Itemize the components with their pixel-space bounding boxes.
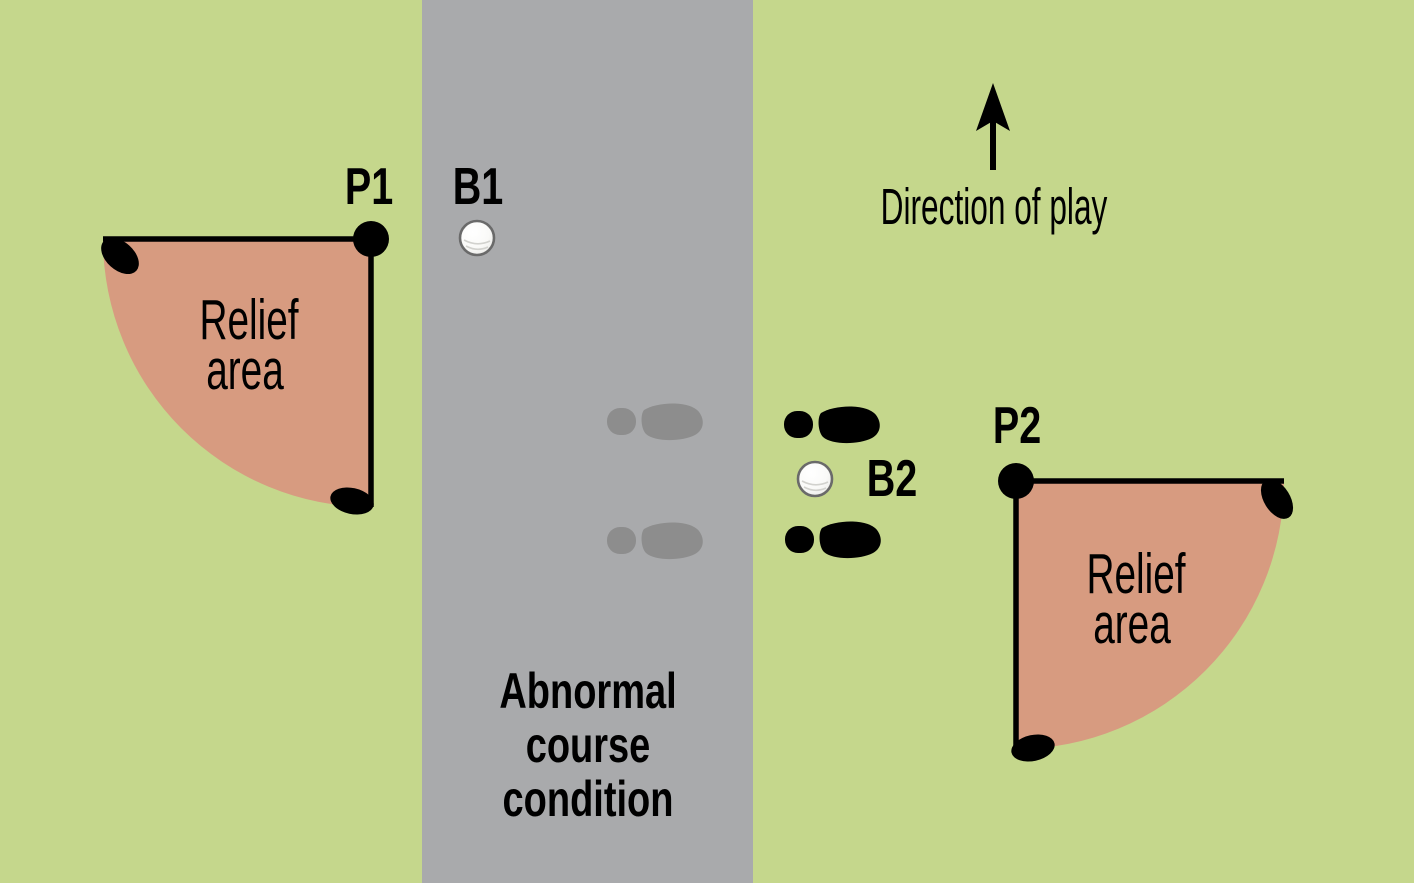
condition-caption-line1: Abnormal <box>499 664 676 719</box>
tee-marker-icon <box>1011 734 1055 762</box>
footprint-icon-on-condition-top <box>607 403 703 441</box>
golf-ball-b2-icon <box>796 460 834 498</box>
relief-area-left: Relief area <box>101 221 389 515</box>
abnormal-condition-strip <box>422 0 753 883</box>
relief-area-left-label-line2: area <box>206 339 284 402</box>
direction-of-play-label: Direction of play <box>881 178 1108 234</box>
golf-ball-b1-icon <box>458 219 496 257</box>
abnormal-condition-caption: Abnormal course condition <box>499 664 676 827</box>
b2-label: B2 <box>867 449 918 508</box>
relief-area-right: Relief area <box>998 463 1294 762</box>
condition-caption-line3: condition <box>503 772 674 827</box>
relief-area-left-region <box>103 239 371 507</box>
direction-arrow-icon <box>976 83 1010 170</box>
footprint-icon-on-grass-bottom <box>785 521 881 559</box>
tee-marker-icon <box>330 487 374 515</box>
p2-label: P2 <box>993 396 1041 455</box>
relief-area-left-label-line1: Relief <box>199 289 298 352</box>
relief-area-right-label-line2: area <box>1093 593 1171 656</box>
tee-marker-icon <box>1260 479 1294 519</box>
reference-point-p2-dot <box>998 463 1034 499</box>
relief-area-right-label-line1: Relief <box>1086 543 1185 606</box>
tee-marker-icon <box>101 237 139 275</box>
reference-point-p1-dot <box>353 221 389 257</box>
footprint-icon-on-grass-top <box>784 406 880 444</box>
condition-caption-line2: course <box>526 718 651 773</box>
footprint-icon-on-condition-bottom <box>607 522 703 560</box>
relief-area-right-region <box>1016 481 1284 749</box>
p1-label: P1 <box>345 157 393 216</box>
b1-label: B1 <box>453 157 504 216</box>
